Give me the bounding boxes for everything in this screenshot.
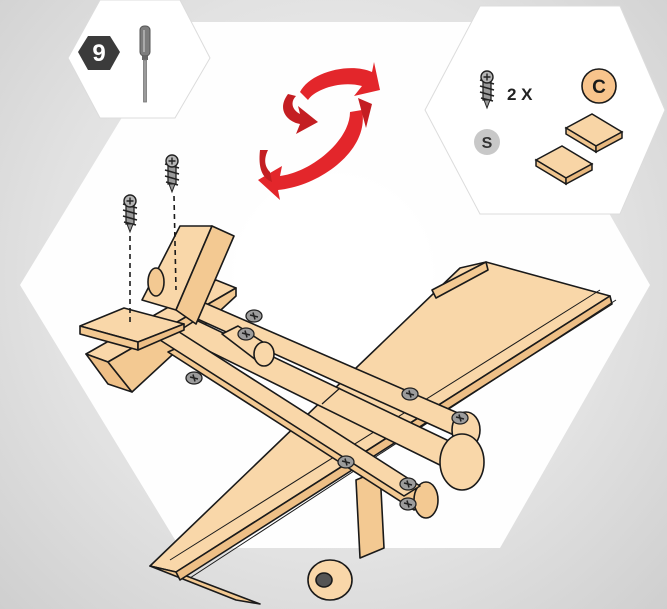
screw-head-8 (400, 498, 416, 510)
step-number: 9 (92, 40, 105, 67)
screw-quantity: 2 X (507, 85, 533, 104)
part-letter: C (592, 77, 606, 98)
screw-head-6 (338, 456, 354, 468)
screw-head-3 (186, 372, 202, 384)
screw-head-1 (246, 310, 262, 322)
screw-head-2 (238, 328, 254, 340)
screw-letter: S (482, 135, 493, 152)
screw-head-5 (452, 412, 468, 424)
screw-head-4 (402, 388, 418, 400)
screw-head-7 (400, 478, 416, 490)
